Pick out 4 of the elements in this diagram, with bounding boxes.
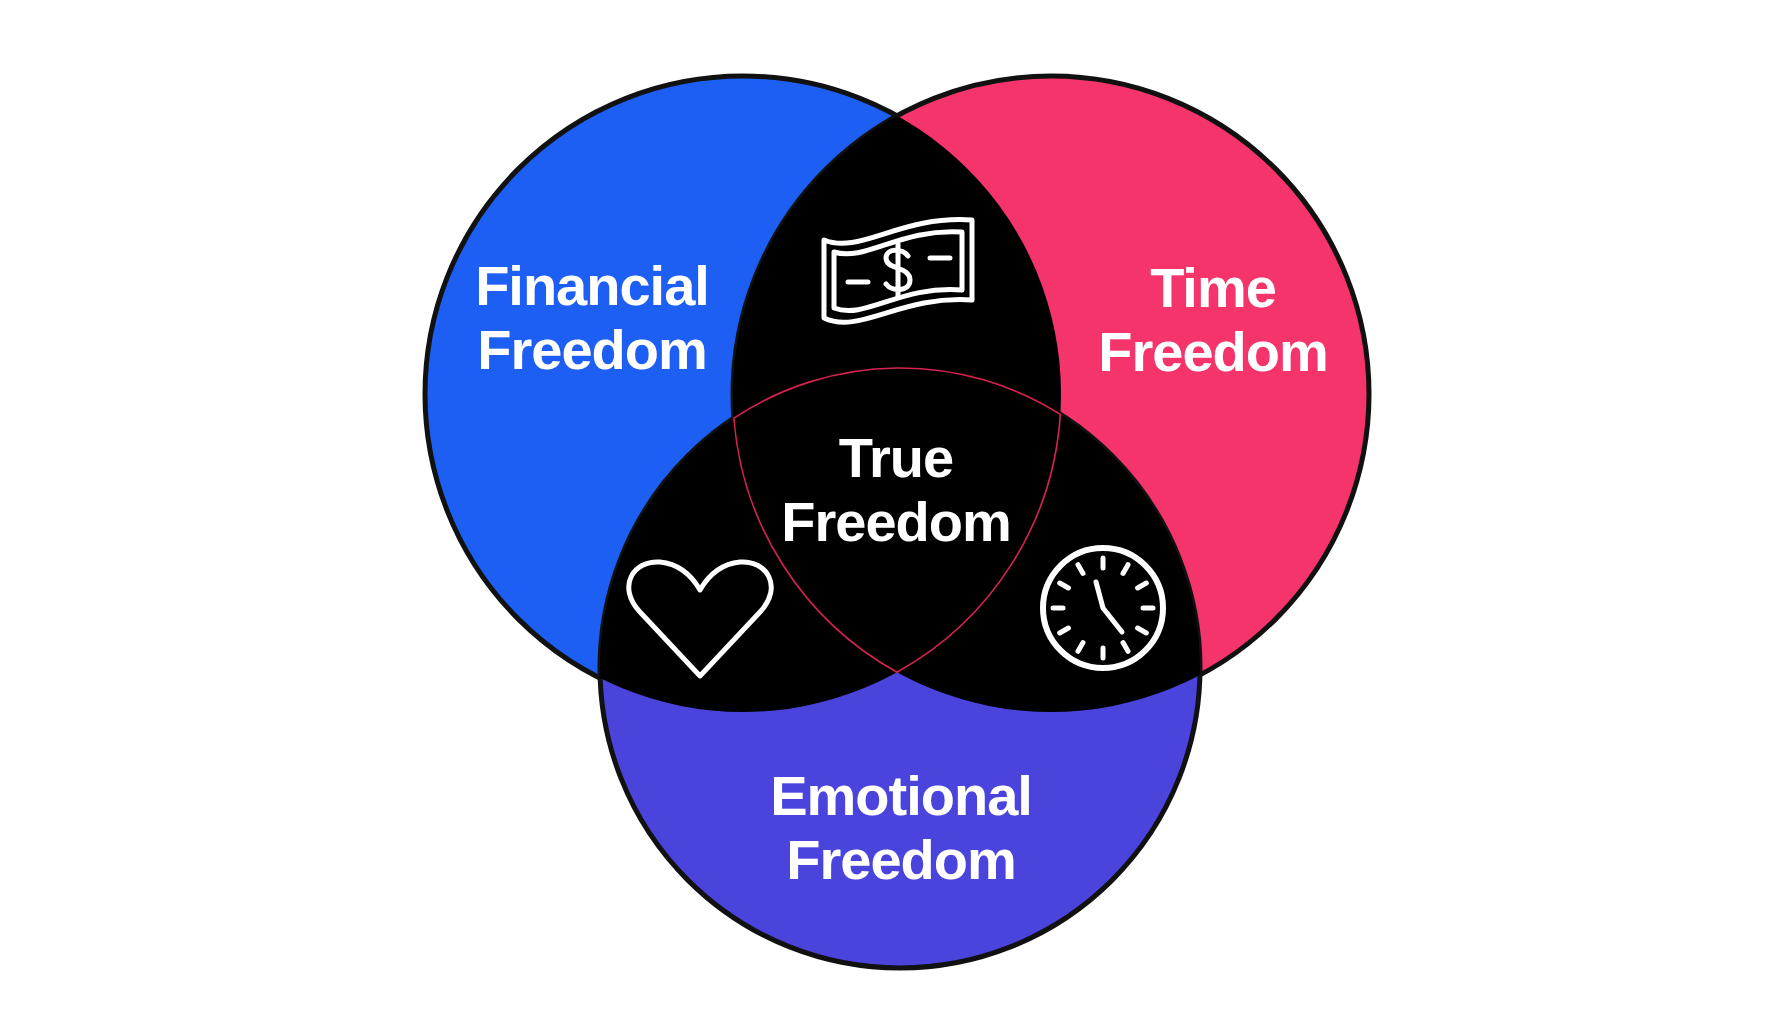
- region-label: Time Freedom: [1097, 256, 1329, 384]
- region-label: Financial Freedom: [474, 254, 710, 382]
- region-label: True Freedom: [780, 426, 1012, 554]
- region-label: Emotional Freedom: [769, 764, 1033, 892]
